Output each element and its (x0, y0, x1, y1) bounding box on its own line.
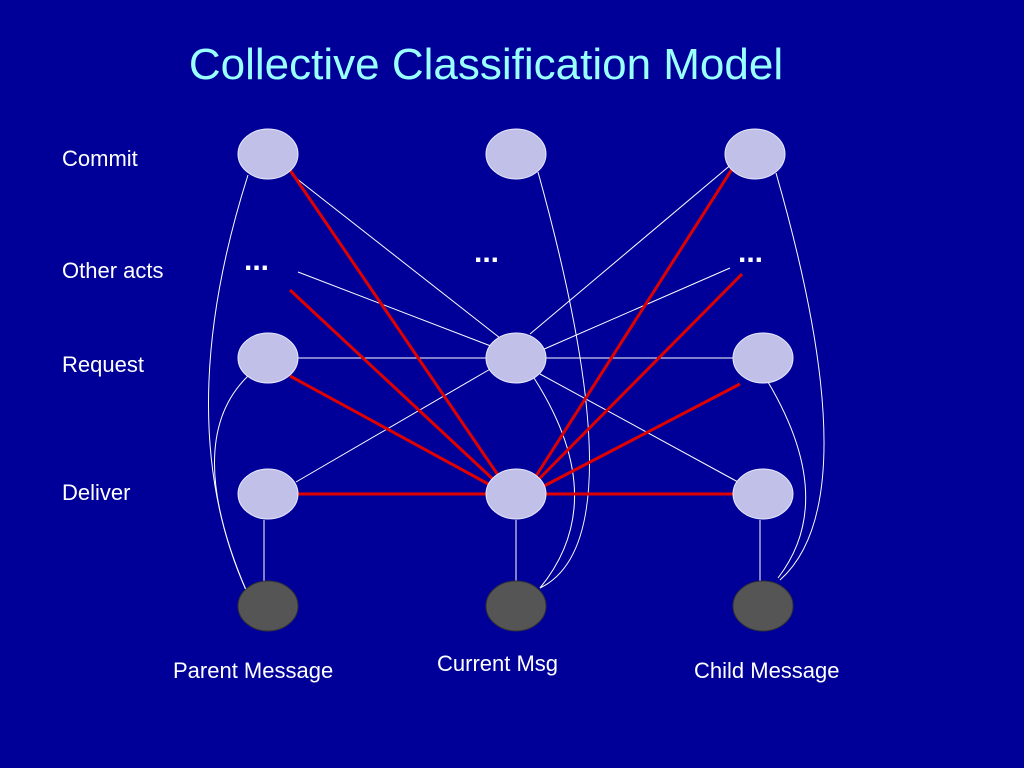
ellipsis-parent: ... (244, 244, 269, 277)
edge-commit-child-request-current (529, 162, 734, 335)
row-label-deliver: Deliver (62, 480, 131, 505)
edge-commit-child-msg (775, 172, 825, 581)
highlight-request-parent-deliver-current (289, 374, 493, 488)
node-deliver-child (732, 468, 794, 520)
column-label-current: Current Msg (437, 651, 559, 676)
node-commit-current (485, 128, 547, 180)
column-label-child: Child Message (694, 658, 840, 683)
highlight-request-child-deliver-current (543, 382, 741, 488)
row-label-other-acts: Other acts (62, 258, 164, 283)
edges (208, 162, 825, 591)
edge-request-current-msg (533, 377, 575, 589)
node-request-parent (237, 332, 299, 384)
column-label-parent: Parent Message (173, 658, 334, 683)
node-child-message (732, 580, 794, 632)
act-nodes (237, 128, 794, 520)
node-deliver-parent (237, 468, 299, 520)
highlight-commit-parent-deliver-current (288, 169, 502, 479)
node-commit-parent (237, 128, 299, 180)
slide-title: Collective Classification Model (188, 40, 784, 89)
highlight-commit-child-deliver-current (534, 165, 736, 477)
message-nodes (237, 580, 794, 632)
node-current-message (485, 580, 547, 632)
edge-request-current-deliver-parent (295, 367, 493, 483)
node-request-child (732, 332, 794, 384)
edge-commit-current-msg (537, 171, 590, 589)
edge-other-parent-request-current (297, 271, 497, 349)
highlight-other-parent-deliver-current (288, 288, 498, 484)
node-parent-message (237, 580, 299, 632)
node-request-current (485, 332, 547, 384)
ellipsis-child: ... (738, 236, 763, 269)
node-commit-child (724, 128, 786, 180)
edge-commit-parent-request-current (291, 174, 501, 339)
highlight-edges (288, 165, 744, 496)
edge-other-child-request-current (541, 267, 731, 351)
edge-request-parent-msg (214, 375, 249, 591)
node-deliver-current (485, 468, 547, 520)
highlight-other-child-deliver-current (536, 272, 744, 482)
ellipsis-current: ... (474, 236, 499, 269)
edge-request-current-deliver-child (539, 373, 739, 483)
edge-request-child-msg (767, 381, 807, 579)
row-label-commit: Commit (62, 146, 138, 171)
row-label-request: Request (62, 352, 144, 377)
